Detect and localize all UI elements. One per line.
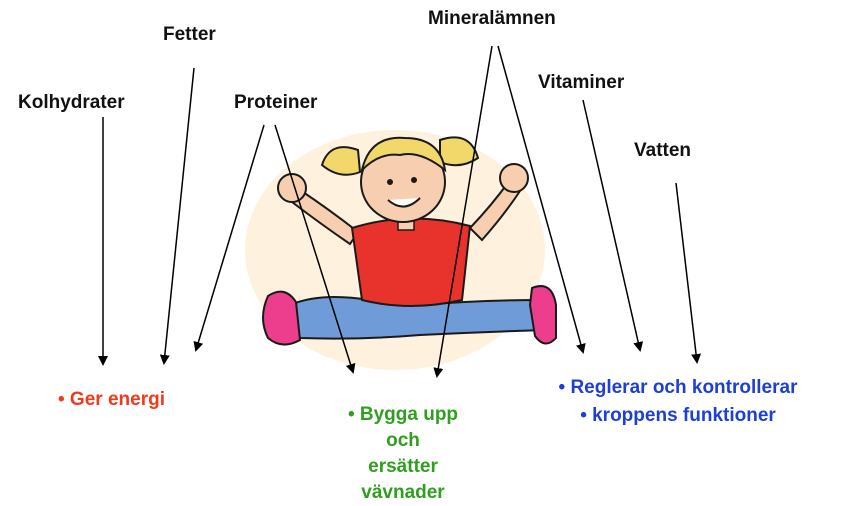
arrow-vatten-reglerar [676,183,697,362]
function-bygga-line2: och [338,428,468,454]
function-reglerar-line1: • Reglerar och kontrollerar [518,374,838,402]
function-bygga-line3: ersätter [338,454,468,480]
arrow-fetter-energi [164,68,194,363]
function-reglerar: • Reglerar och kontrollerar • kroppens f… [518,374,838,430]
function-reglerar-line2: • kroppens funktioner [518,402,838,430]
jumping-girl-illustration [245,130,556,370]
function-ger-energi: • Ger energi [58,389,165,411]
function-bygga-line1: • Bygga upp [338,402,468,428]
function-bygga-upp: • Bygga upp och ersätter vävnader [338,402,468,506]
arrow-vitaminer-reglerar [583,100,640,350]
function-bygga-line4: vävnader [338,480,468,506]
